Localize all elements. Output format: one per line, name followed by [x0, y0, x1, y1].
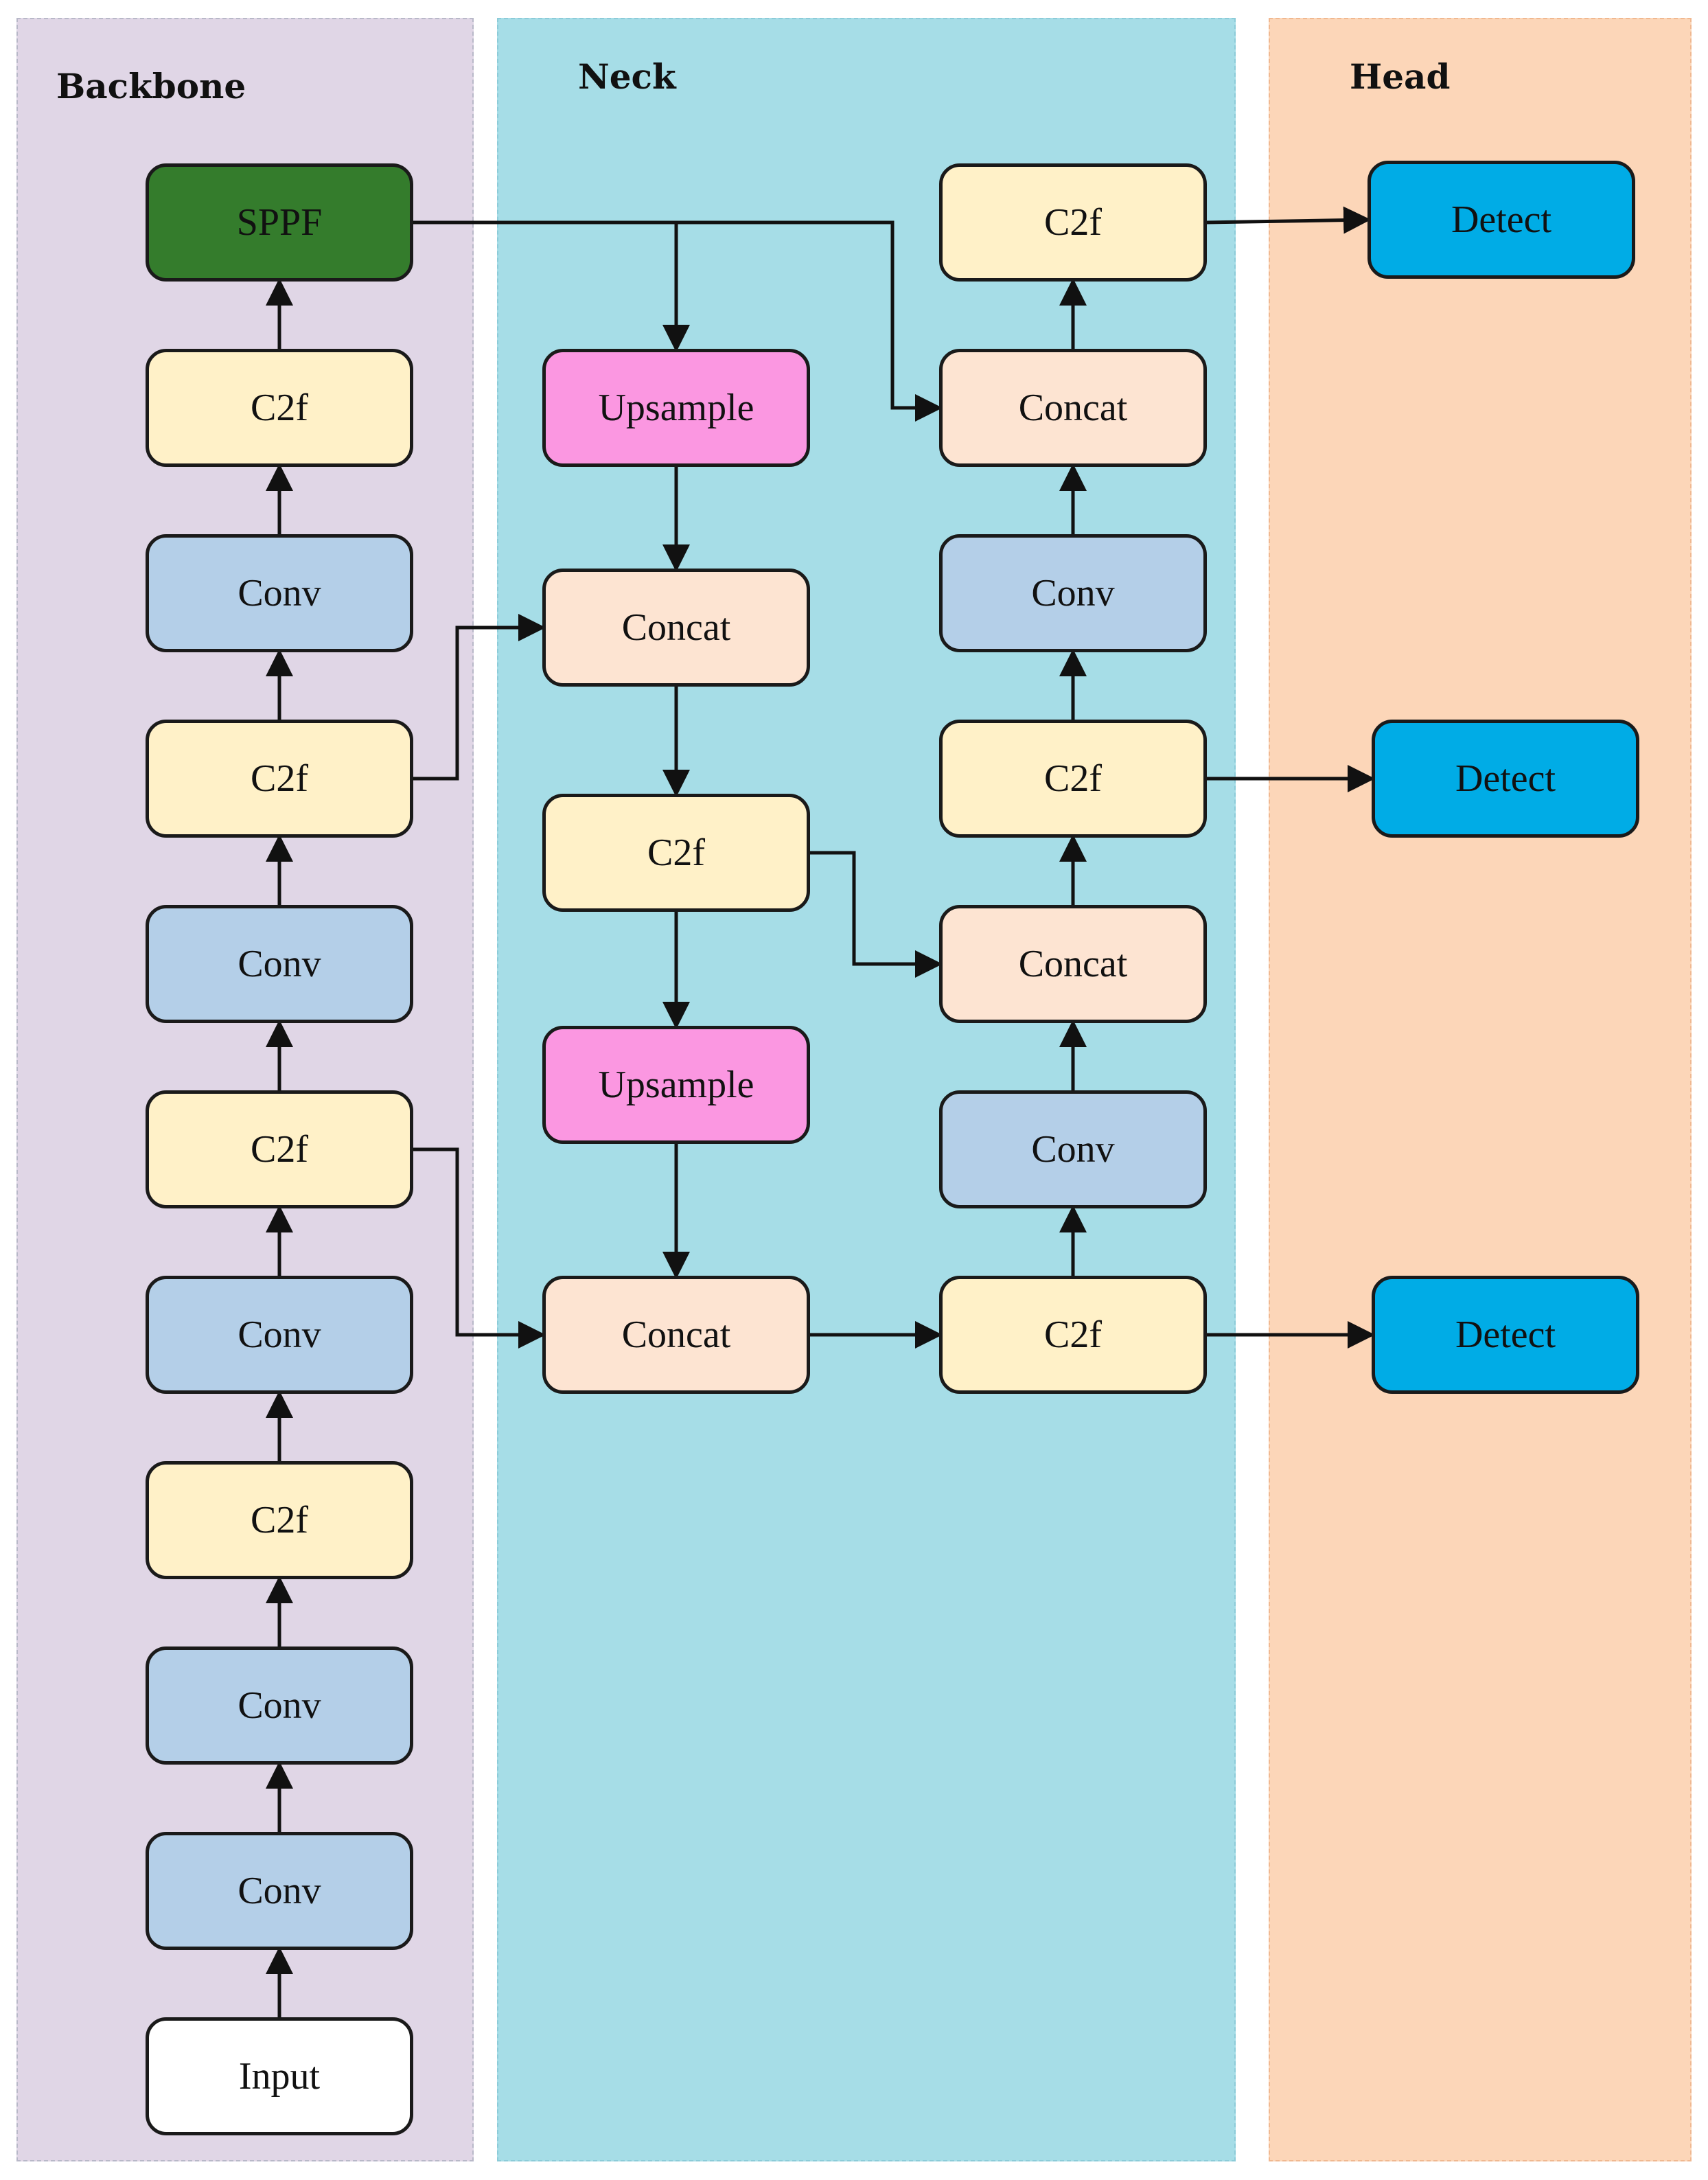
- nk-concat-1-node: Concat: [542, 569, 810, 687]
- nk-c2f-1-node: C2f: [542, 794, 810, 912]
- neck-title: Neck: [578, 56, 676, 97]
- bb-c2f-4-node: C2f: [146, 349, 413, 467]
- bb-conv-3-node: Conv: [146, 905, 413, 1023]
- nk-conv-2-node: Conv: [939, 534, 1207, 652]
- nk-conv-1-node: Conv: [939, 1090, 1207, 1208]
- nk-upsample-1-node: Upsample: [542, 349, 810, 467]
- arrow-nk-c2f-out-3-to-hd-detect-1: [1206, 206, 1371, 234]
- bb-c2f-2-node: C2f: [146, 1090, 413, 1208]
- bb-conv-1-node: Conv: [146, 1647, 413, 1765]
- hd-detect-3-node: Detect: [1372, 1276, 1639, 1394]
- arrow-nk-c2f-1-to-nk-concat-3: [810, 851, 943, 978]
- bb-sppf-node: SPPF: [146, 163, 413, 282]
- bb-conv-0-node: Conv: [146, 1832, 413, 1950]
- nk-concat-3-node: Concat: [939, 905, 1207, 1023]
- arrow-bb-c2f-3-to-nk-concat-1: [413, 614, 546, 781]
- nk-upsample-2-node: Upsample: [542, 1026, 810, 1144]
- bb-conv-4-node: Conv: [146, 534, 413, 652]
- nk-c2f-out-3-node: C2f: [939, 163, 1207, 282]
- hd-detect-2-node: Detect: [1372, 720, 1639, 838]
- backbone-title: Backbone: [56, 66, 246, 106]
- head-title: Head: [1350, 56, 1451, 97]
- head-panel: [1269, 18, 1692, 2161]
- arrow-bb-c2f-2-to-nk-concat-2: [413, 1147, 546, 1349]
- bb-c2f-3-node: C2f: [146, 720, 413, 838]
- nk-c2f-out-1-node: C2f: [939, 1276, 1207, 1394]
- bb-input-node: Input: [146, 2017, 413, 2135]
- arrow-bb-sppf-to-nk-upsample-1: [413, 220, 690, 352]
- arrow-bb-sppf-to-nk-concat-4: [413, 220, 943, 422]
- hd-detect-1-node: Detect: [1367, 161, 1635, 279]
- nk-concat-2-node: Concat: [542, 1276, 810, 1394]
- nk-c2f-out-2-node: C2f: [939, 720, 1207, 838]
- bb-c2f-1-node: C2f: [146, 1461, 413, 1579]
- bb-conv-2-node: Conv: [146, 1276, 413, 1394]
- nk-concat-4-node: Concat: [939, 349, 1207, 467]
